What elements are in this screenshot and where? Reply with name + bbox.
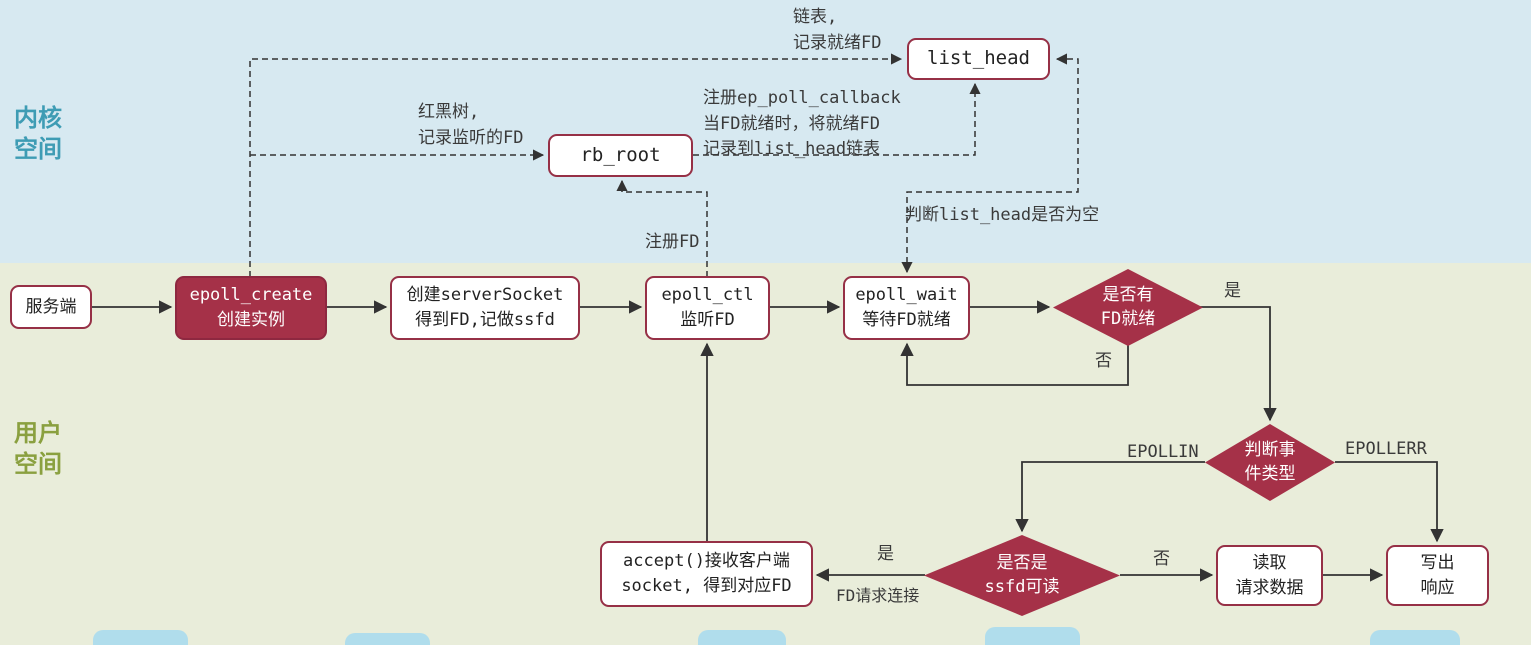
epoll-wait-line1: epoll_wait <box>855 285 958 306</box>
dashed-epoll-wait-list-head-check <box>901 53 1079 274</box>
read-data-node: 读取 请求数据 <box>1216 545 1323 606</box>
read-data-line2: 请求数据 <box>1235 577 1304 598</box>
watermark-blob <box>698 630 786 645</box>
epoll-create-line1: epoll_create <box>189 285 313 306</box>
no-fd-ready-label: 否 <box>1095 351 1112 371</box>
epollin-label: EPOLLIN <box>1127 442 1199 462</box>
check-list-empty-label: 判断list_head是否为空 <box>905 205 1100 225</box>
linked-list-note: 链表, 记录就绪FD <box>793 7 882 53</box>
fd-ready-line2: FD就绪 <box>1100 308 1156 329</box>
accept-line1: accept()接收客户端 <box>623 551 790 572</box>
ssfd-readable-line2: ssfd可读 <box>984 576 1060 597</box>
write-response-line1: 写出 <box>1420 552 1455 573</box>
epoll-wait-node: epoll_wait 等待FD就绪 <box>843 276 970 340</box>
event-type-line1: 判断事 <box>1244 439 1296 460</box>
list-head-node: list_head <box>907 38 1050 80</box>
rbtree-note: 红黑树, 记录监听的FD <box>418 102 524 148</box>
fd-connect-label: FD请求连接 <box>836 586 920 605</box>
dashed-epoll-ctl-to-rb-root <box>616 179 708 277</box>
dashed-epoll-create-to-list-head <box>249 53 903 277</box>
create-socket-line2: 得到FD,记做ssfd <box>415 310 555 330</box>
kernel-space-label: 内核 空间 <box>14 104 62 164</box>
create-socket-node: 创建serverSocket 得到FD,记做ssfd <box>390 276 580 340</box>
arrow-event-type-epollin-to-ssfd <box>1015 461 1205 533</box>
watermark-blob <box>345 633 430 645</box>
watermark-blob <box>1370 630 1460 645</box>
arrow-fd-ready-yes-to-event-type <box>1200 306 1277 422</box>
yes-ssfd-label: 是 <box>877 544 894 564</box>
epoll-ctl-node: epoll_ctl 监听FD <box>645 276 770 340</box>
epoll-create-line2: 创建实例 <box>217 310 285 330</box>
write-response-line2: 响应 <box>1420 577 1455 598</box>
watermark-blob <box>93 630 188 645</box>
user-space-label: 用户 空间 <box>14 419 62 479</box>
fd-ready-line1: 是否有 <box>1102 284 1154 305</box>
accept-node: accept()接收客户端 socket, 得到对应FD <box>600 541 813 607</box>
ssfd-readable-line1: 是否是 <box>996 552 1048 573</box>
kernel-space-region <box>0 0 1531 263</box>
epoll-create-node: epoll_create 创建实例 <box>175 276 327 340</box>
server-label: 服务端 <box>25 296 77 317</box>
epoll-ctl-line2: 监听FD <box>680 310 735 330</box>
read-data-line1: 读取 <box>1252 552 1287 573</box>
epoll-ctl-line1: epoll_ctl <box>661 285 754 306</box>
list-head-label: list_head <box>927 47 1030 70</box>
epoll-wait-line2: 等待FD就绪 <box>862 310 951 330</box>
epollerr-label: EPOLLERR <box>1345 439 1427 459</box>
event-type-line2: 件类型 <box>1244 463 1296 484</box>
register-fd-label: 注册FD <box>645 232 700 252</box>
rb-root-label: rb_root <box>580 143 661 166</box>
create-socket-line1: 创建serverSocket <box>406 285 564 306</box>
server-node: 服务端 <box>10 285 92 329</box>
yes-fd-ready-label: 是 <box>1224 281 1241 301</box>
arrow-event-type-epollerr-to-write <box>1335 461 1444 543</box>
callback-note: 注册ep_poll_callback 当FD就绪时，将就绪FD 记录到list_… <box>703 88 901 159</box>
accept-line2: socket, 得到对应FD <box>621 576 792 596</box>
rb-root-node: rb_root <box>548 134 693 177</box>
watermark-blob <box>985 627 1080 645</box>
write-response-node: 写出 响应 <box>1386 545 1489 606</box>
arrow-fd-ready-no-loop-to-epoll-wait <box>900 342 1129 386</box>
no-ssfd-label: 否 <box>1153 549 1170 569</box>
